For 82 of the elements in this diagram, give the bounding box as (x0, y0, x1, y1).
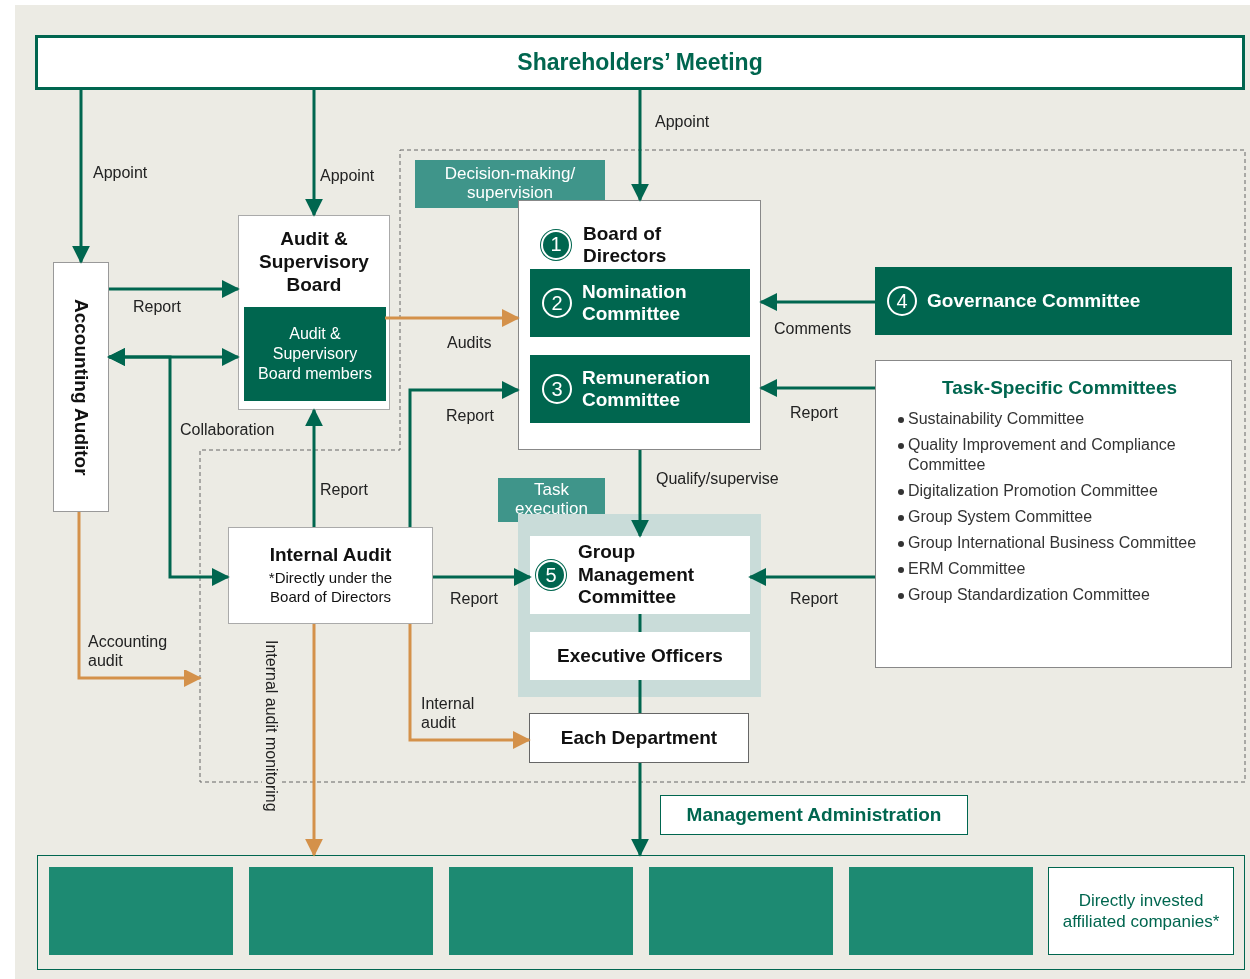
members-box (244, 307, 386, 401)
box-label: Management Administration (686, 804, 942, 826)
number-badge: 1 (541, 229, 571, 260)
list-item: Group International Business Committee (908, 533, 1197, 553)
list-item: Digitalization Promotion Committee (908, 481, 1158, 501)
box-title: Nomination Committee (582, 281, 688, 325)
committee-box (530, 536, 750, 614)
arrow (385, 309, 520, 327)
company-box (449, 867, 633, 955)
auditor-box (53, 262, 109, 512)
arrow (433, 568, 532, 586)
edge-label: Appoint (320, 166, 375, 186)
arrow (631, 763, 649, 857)
section-label-box (660, 795, 968, 835)
arrow (759, 379, 875, 397)
box-title: Task-Specific Committees (940, 377, 1179, 399)
arrow (107, 348, 230, 586)
board-box (518, 200, 761, 450)
number-badge: 3 (542, 374, 572, 404)
process-box (228, 527, 433, 624)
committee-box (875, 267, 1232, 335)
box-label: Decision-making/ supervision (443, 165, 577, 203)
committee-box (530, 355, 750, 423)
edge-label: Report (790, 403, 839, 423)
edge-label: Report (450, 589, 499, 609)
box-title: Remuneration Committee (582, 367, 711, 411)
arrow (72, 90, 90, 264)
arrow (305, 408, 323, 527)
arrow (631, 450, 649, 538)
box-label: Task execution (514, 481, 589, 519)
company-box (249, 867, 433, 955)
box-title: Internal Audit (269, 544, 392, 567)
number-badge: 2 (542, 288, 572, 318)
execution-panel (518, 514, 761, 697)
company-box (49, 867, 233, 955)
arrow (631, 90, 649, 202)
arrow (759, 293, 875, 311)
edge-label: Accounting audit (88, 632, 188, 671)
arrow (305, 90, 323, 217)
box-label: Directly invested affiliated companies* (1061, 889, 1221, 933)
note-text: *Directly under the Board of Directors (267, 569, 394, 607)
affiliate-box (1048, 867, 1234, 955)
committee-list-box (875, 360, 1232, 668)
edge-label: Appoint (93, 163, 148, 183)
list-item: Group System Committee (908, 507, 1093, 527)
box-title: Shareholders’ Meeting (517, 49, 763, 76)
edge-label: Report (133, 297, 182, 317)
number-badge: 4 (887, 286, 917, 316)
arrow (77, 512, 202, 687)
meeting-banner (35, 35, 1245, 90)
board-box (238, 215, 390, 410)
arrow (109, 280, 240, 298)
box-label: Executive Officers (557, 645, 723, 667)
process-box (529, 713, 749, 763)
arrow (305, 624, 323, 857)
process-box (530, 632, 750, 680)
arrow (408, 624, 531, 749)
company-box (849, 867, 1033, 955)
arrow (748, 568, 875, 586)
list-item: Sustainability Committee (908, 409, 1085, 429)
box-label: Audit & Supervisory Board members (257, 324, 373, 384)
list-item: Quality Improvement and Compliance Committee (908, 435, 1177, 475)
list-item: Group Standardization Committee (908, 585, 1150, 605)
arrow (408, 381, 520, 527)
edge-label: Qualify/supervise (656, 469, 779, 489)
list-item: ERM Committee (908, 559, 1026, 579)
box-label: Each Department (560, 727, 718, 749)
box-label: Accounting Auditor (70, 298, 92, 476)
edge-label: Report (446, 406, 495, 426)
edge-label: Internal audit monitoring (262, 640, 282, 812)
number-badge: 5 (536, 560, 566, 590)
group-container (37, 855, 1245, 970)
box-title: Board of Directors (583, 223, 668, 267)
committee-box (530, 269, 750, 337)
box-label: Audit & Supervisory Board (258, 228, 370, 297)
box-title: Governance Committee (927, 290, 1141, 312)
edge-label: Report (790, 589, 839, 609)
edge-label: Report (320, 480, 369, 500)
section-tag (415, 160, 605, 208)
edge-label: Appoint (655, 112, 710, 132)
box-title: Group Management Committee (578, 540, 696, 610)
company-box (649, 867, 833, 955)
